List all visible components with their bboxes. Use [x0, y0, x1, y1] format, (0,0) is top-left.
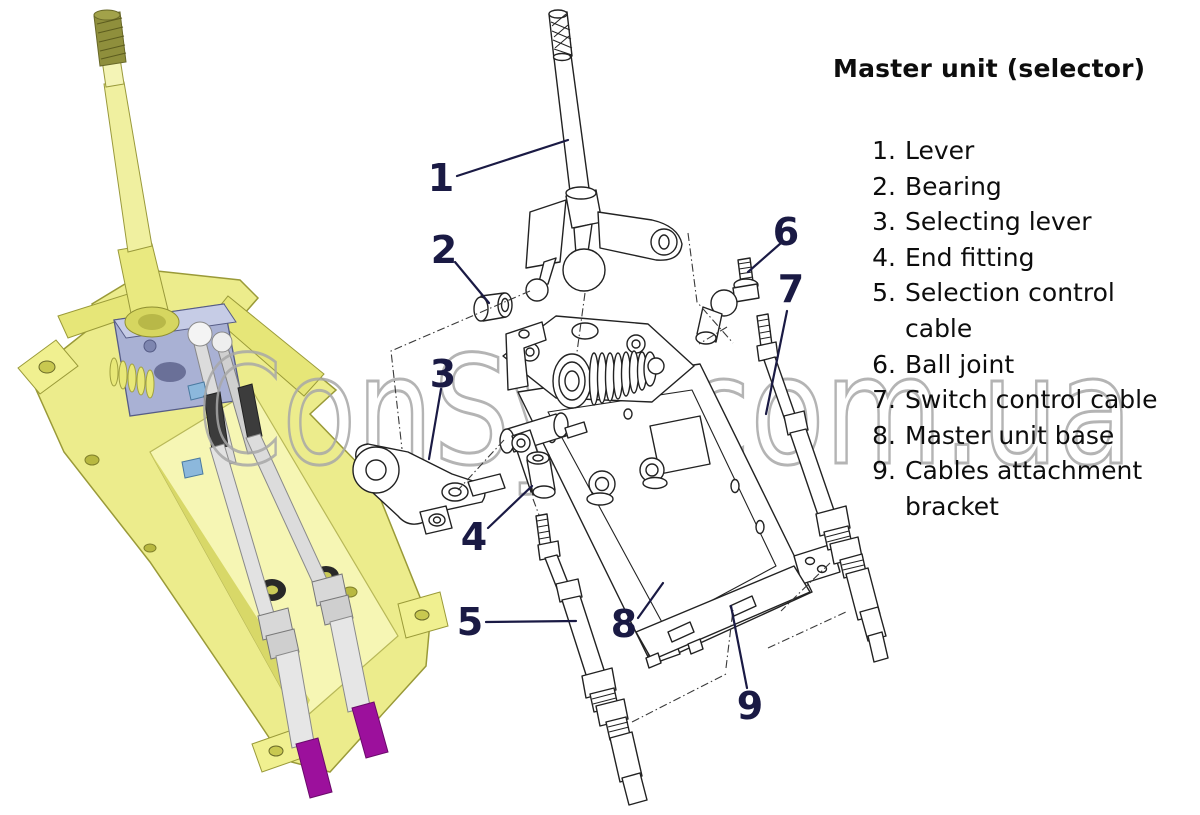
- item-number: 2.: [872, 171, 896, 201]
- bolt-hole: [414, 609, 430, 621]
- parts-list-item: 3. Selecting lever: [858, 204, 1174, 240]
- parts-list-item: 9. Cables attachment bracket: [858, 453, 1174, 524]
- callout-1: 1: [428, 156, 454, 200]
- spring-bellows: [109, 357, 155, 399]
- item-number: 3.: [872, 207, 896, 237]
- bellows-cylinder: [552, 350, 657, 409]
- rubber-grommet-hole: [266, 585, 278, 595]
- cable-left: [203, 391, 333, 799]
- item-label: Master unit base: [905, 420, 1115, 450]
- part-lever: [525, 9, 683, 302]
- item-number: 8.: [872, 420, 896, 450]
- item-number: 5.: [872, 278, 896, 308]
- ball-joint-white: [187, 321, 213, 347]
- cable-boot: [237, 383, 263, 441]
- item-label: Ball joint: [905, 349, 1015, 379]
- bolt-hole: [268, 745, 284, 757]
- item-number: 7.: [872, 385, 896, 415]
- item-number: 6.: [872, 349, 896, 379]
- callout-4: 4: [461, 515, 487, 559]
- alignment-lines: [390, 232, 849, 723]
- housing-opening: [154, 362, 186, 382]
- housing-bolt: [143, 339, 157, 353]
- page-title: Master unit (selector): [833, 54, 1146, 83]
- part-selecting-lever: [352, 443, 506, 535]
- callout-3: 3: [430, 352, 456, 396]
- item-label: Selection control cable: [905, 278, 1115, 343]
- blue-fitting: [181, 457, 204, 479]
- parts-list-item: 6. Ball joint: [858, 347, 1174, 383]
- item-number: 4.: [872, 242, 896, 272]
- cable-tip-purple: [351, 701, 389, 759]
- parts-list-item: 1. Lever: [858, 133, 1174, 169]
- bolt-hole: [143, 543, 157, 553]
- callout-8: 8: [611, 602, 637, 646]
- cable-tip-purple: [295, 737, 333, 799]
- item-number: 1.: [872, 136, 896, 165]
- parts-list: 1. Lever 2. Bearing 3. Selecting lever 4…: [858, 133, 1174, 525]
- callout-9: 9: [737, 684, 763, 728]
- callout-2: 2: [431, 228, 457, 272]
- part-bearing: [473, 292, 513, 322]
- parts-list-item: 5. Selection control cable: [858, 275, 1174, 346]
- item-label: Lever: [905, 136, 975, 165]
- parts-list-item: 8. Master unit base: [858, 418, 1174, 454]
- exploded-view: [352, 9, 889, 806]
- ball-joint-white: [211, 331, 233, 353]
- part-switch-control-cable: [756, 313, 889, 663]
- callout-leader-lines: [427, 138, 789, 690]
- cable-boot: [203, 391, 229, 451]
- parts-list-item: 7. Switch control cable: [858, 382, 1174, 418]
- knob-knurling: [96, 17, 127, 60]
- panel-header: Master unit (selector): [833, 54, 1193, 83]
- part-selection-control-cable: [535, 513, 648, 806]
- item-label: End fitting: [905, 242, 1035, 272]
- parts-list-item: 4. End fitting: [858, 240, 1174, 276]
- callout-6: 6: [773, 210, 799, 254]
- bolt-hole: [84, 454, 100, 466]
- item-label: Selecting lever: [905, 207, 1092, 237]
- item-number: 9.: [872, 456, 896, 486]
- lever-shaft: [103, 81, 153, 253]
- parts-list-item: 2. Bearing: [858, 169, 1174, 205]
- cable-right: [237, 383, 389, 759]
- lever-boss-inner: [138, 314, 166, 330]
- lever-knob-top: [93, 9, 121, 21]
- part-ball-joint: [695, 257, 760, 345]
- bolt-hole: [38, 360, 56, 374]
- callout-7: 7: [778, 267, 804, 311]
- lever-knurl-hatch: [550, 13, 573, 56]
- item-label: Bearing: [905, 171, 1002, 201]
- item-label: Switch control cable: [905, 385, 1158, 415]
- callout-5: 5: [457, 600, 483, 644]
- item-label: Cables attachment bracket: [905, 456, 1143, 521]
- part-cables-attachment-bracket: [635, 565, 811, 669]
- assembled-unit-illustration: [17, 9, 449, 799]
- callouts: 1 2 3 4 5 6 7 8 9: [428, 156, 804, 728]
- part-end-fitting: [526, 451, 556, 499]
